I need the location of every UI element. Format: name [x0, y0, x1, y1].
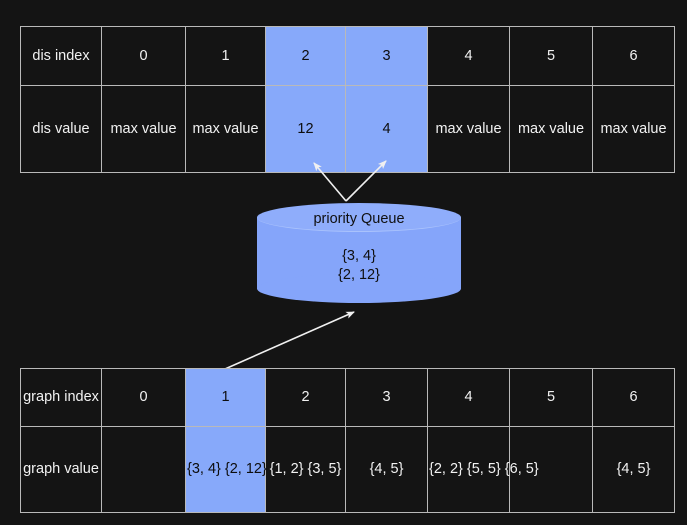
dis-value-cell-6[interactable]: max value [592, 85, 675, 173]
dis-index-cell-6[interactable]: 6 [592, 26, 675, 86]
dis-value-label: dis value [20, 85, 102, 173]
dis-index-label: dis index [20, 26, 102, 86]
graph-index-label: graph index [20, 368, 102, 427]
graph-value-cell-0[interactable] [101, 426, 186, 513]
graph-value-cell-4[interactable]: {2, 2} {5, 5} {6, 5} [427, 426, 539, 513]
graph-value-cell-2[interactable]: {1, 2} {3, 5} [265, 426, 346, 513]
dis-value-cell-3[interactable]: 4 [345, 85, 428, 173]
dis-value-cell-5[interactable]: max value [509, 85, 593, 173]
dis-index-cell-2[interactable]: 2 [265, 26, 346, 86]
cylinder-bottom-ellipse [257, 274, 461, 303]
graph-index-cell-5[interactable]: 5 [509, 368, 593, 427]
priority-queue-title: priority Queue [313, 211, 405, 227]
priority-queue-items: {3, 4} {2, 12} [338, 248, 380, 284]
dis-index-cell-5[interactable]: 5 [509, 26, 593, 86]
graph-index-cell-2[interactable]: 2 [265, 368, 346, 427]
dis-index-cell-4[interactable]: 4 [427, 26, 510, 86]
dis-value-row: dis value max value max value 12 4 max v… [20, 85, 675, 173]
cylinder-top-ellipse [257, 203, 461, 232]
dis-table: dis index 0 1 2 3 4 5 6 dis value max va… [20, 26, 675, 173]
graph-value-cell-3[interactable]: {4, 5} [345, 426, 428, 513]
graph-index-row: graph index 0 1 2 3 4 5 6 [20, 368, 675, 427]
arrow-graph-1-to-queue [224, 311, 355, 370]
priority-queue-cylinder[interactable]: priority Queue {3, 4} {2, 12} [257, 203, 461, 303]
graph-value-cell-1[interactable]: {3, 4} {2, 12} [185, 426, 267, 513]
dis-index-cell-3[interactable]: 3 [345, 26, 428, 86]
dis-index-row: dis index 0 1 2 3 4 5 6 [20, 26, 675, 86]
graph-value-label: graph value [20, 426, 102, 513]
graph-value-row: graph value {3, 4} {2, 12} {1, 2} {3, 5}… [20, 426, 675, 513]
graph-index-cell-3[interactable]: 3 [345, 368, 428, 427]
dis-value-cell-4[interactable]: max value [427, 85, 510, 173]
graph-index-cell-6[interactable]: 6 [592, 368, 675, 427]
graph-index-cell-4[interactable]: 4 [427, 368, 510, 427]
dis-value-cell-2[interactable]: 12 [265, 85, 346, 173]
dis-index-cell-1[interactable]: 1 [185, 26, 266, 86]
dis-value-cell-1[interactable]: max value [185, 85, 266, 173]
dis-value-cell-0[interactable]: max value [101, 85, 186, 173]
graph-index-cell-1[interactable]: 1 [185, 368, 266, 427]
graph-index-cell-0[interactable]: 0 [101, 368, 186, 427]
graph-table: graph index 0 1 2 3 4 5 6 graph value {3… [20, 368, 675, 513]
graph-value-cell-6[interactable]: {4, 5} [592, 426, 675, 513]
dis-index-cell-0[interactable]: 0 [101, 26, 186, 86]
